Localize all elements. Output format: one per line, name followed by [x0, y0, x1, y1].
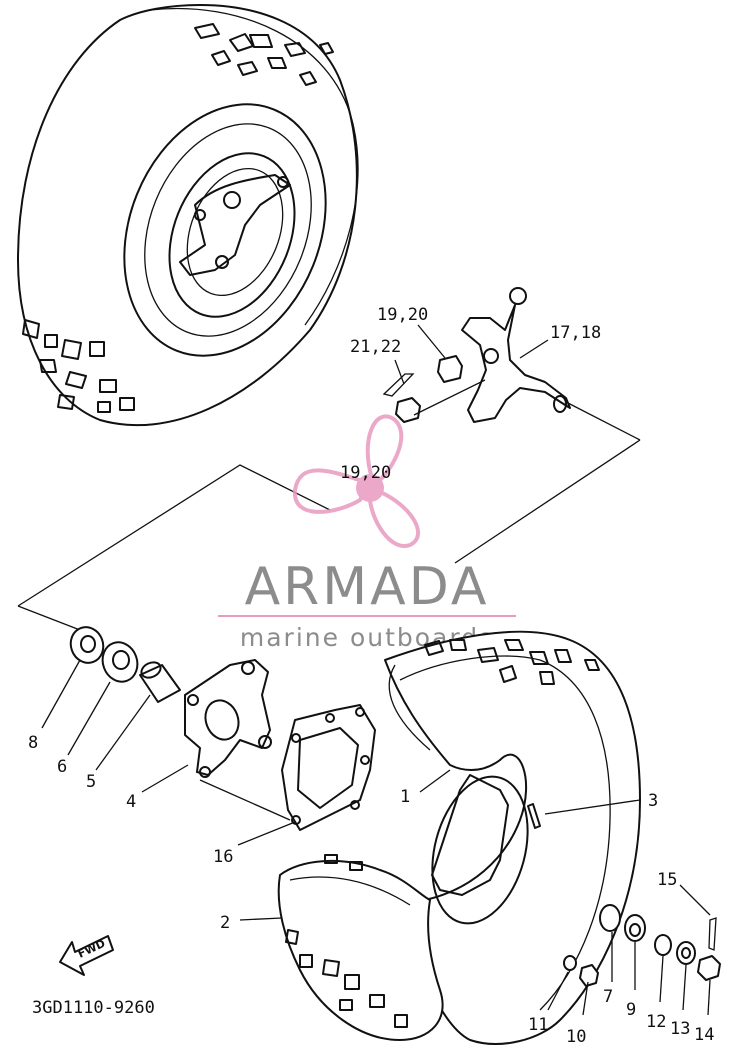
- steering-knuckle-illustration: [461, 287, 571, 423]
- label-8: 8: [28, 733, 38, 753]
- label-11: 11: [528, 1015, 548, 1035]
- label-mid-19-20: 19,20: [340, 463, 391, 483]
- label-13: 13: [670, 1019, 690, 1039]
- label-4: 4: [126, 792, 136, 812]
- label-15: 15: [657, 870, 677, 890]
- label-5: 5: [86, 772, 96, 792]
- label-3: 3: [648, 791, 658, 811]
- label-12: 12: [646, 1012, 666, 1032]
- label-top-19-20: 19,20: [377, 305, 428, 325]
- watermark-title: ARMADA: [245, 557, 490, 617]
- label-2: 2: [220, 913, 230, 933]
- leader-lines: [41, 659, 711, 1016]
- part-labels: 19,20 21,22 17,18 19,20 8 6 5 4 1 3 16 2…: [28, 305, 714, 1047]
- label-7: 7: [603, 987, 613, 1007]
- label-10: 10: [566, 1027, 586, 1047]
- label-14: 14: [694, 1025, 714, 1045]
- label-6: 6: [57, 757, 67, 777]
- bearing-parts-right: [563, 884, 721, 987]
- fwd-arrow-icon: FWD: [59, 935, 114, 976]
- label-21-22: 21,22: [350, 337, 401, 357]
- armada-watermark: ARMADA marine outboards: [218, 414, 516, 652]
- label-1: 1: [400, 787, 410, 807]
- brake-disc-plate-illustration: [281, 704, 376, 831]
- castle-nut-and-cotter-pin-illustration: [382, 324, 463, 423]
- top-wheel-illustration: [17, 4, 359, 427]
- label-17-18: 17,18: [550, 323, 601, 343]
- label-16: 16: [213, 847, 233, 867]
- wheel-hub-illustration: [184, 659, 272, 778]
- propeller-logo: [292, 414, 420, 548]
- label-9: 9: [626, 1000, 636, 1020]
- bottom-wheel-illustration: [277, 630, 641, 1045]
- diagram-code: 3GD1110-9260: [32, 998, 155, 1018]
- bearing-parts-left: [69, 626, 181, 703]
